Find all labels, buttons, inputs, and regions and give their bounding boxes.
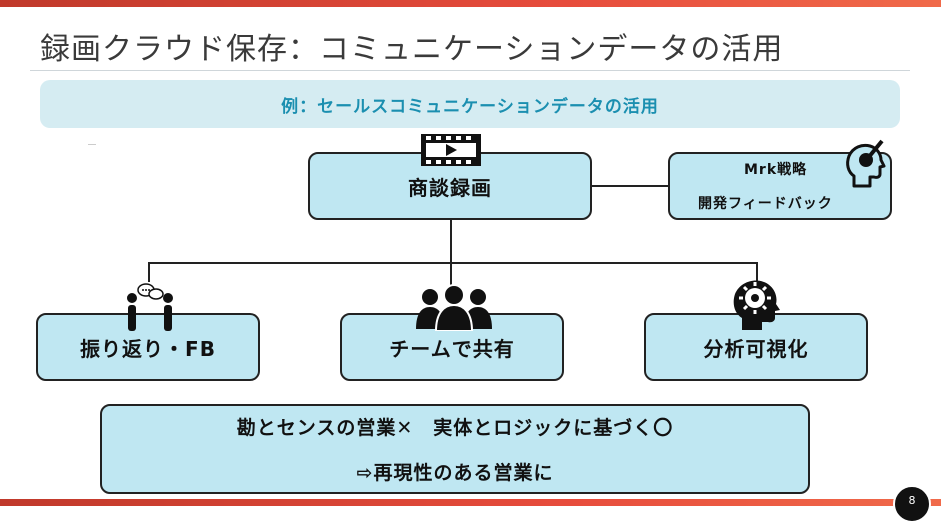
team-icon: [416, 284, 492, 331]
connector-main-to-mrk: [592, 185, 668, 187]
decorative-mark: [88, 144, 96, 145]
page-number-badge: 8: [893, 485, 931, 523]
connector-main-down: [450, 220, 452, 313]
node-sales-approach: 勘とセンスの営業✕ 実体とロジックに基づく〇 ⇨再現性のある営業に: [100, 404, 810, 494]
video-icon: [421, 134, 481, 166]
page-title: 録画クラウド保存：コミュニケーションデータの活用: [40, 32, 784, 67]
gear-head-icon: [733, 280, 780, 330]
connector-right-down: [756, 262, 758, 284]
node-mrk-line1: Mrk戦略: [744, 162, 808, 178]
conversation-icon: [127, 283, 173, 331]
node-team-share-label: チームで共有: [389, 336, 515, 361]
bottom-accent-bar: [0, 499, 941, 506]
node-review-label: 振り返り・FB: [80, 336, 216, 361]
node-team-share: チームで共有: [340, 313, 564, 381]
subtitle-banner: 例：セールスコミュニケーションデータの活用: [40, 80, 900, 128]
connector-left-down: [148, 262, 150, 282]
connector-horizontal: [148, 262, 758, 264]
node-sales-line1: 勘とセンスの営業✕ 実体とロジックに基づく〇: [236, 417, 674, 439]
node-sales-recording-label: 商談録画: [408, 175, 492, 200]
title-divider: [30, 70, 910, 71]
node-analysis-label: 分析可視化: [703, 336, 809, 361]
node-mrk-line2: 開発フィードバック: [698, 196, 833, 212]
subtitle-text: 例：セールスコミュニケーションデータの活用: [281, 97, 659, 117]
top-accent-bar: [0, 0, 941, 7]
node-review-feedback: 振り返り・FB: [36, 313, 260, 381]
node-sales-line2: ⇨再現性のある営業に: [356, 462, 554, 484]
head-idea-icon: [846, 139, 886, 188]
